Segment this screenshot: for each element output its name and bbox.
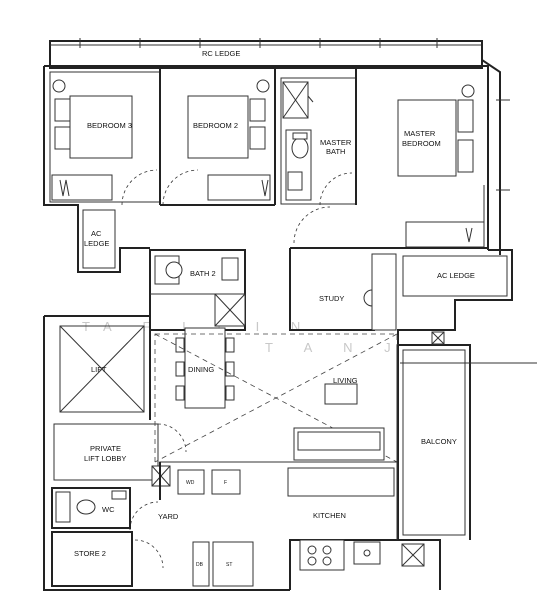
study-label: STUDY bbox=[319, 294, 344, 303]
lift-label: LIFT bbox=[91, 365, 107, 374]
ac-ledge-left-label-1: AC bbox=[91, 229, 102, 238]
private-lift-lobby-label-2: LIFT LOBBY bbox=[84, 454, 126, 463]
dining bbox=[175, 327, 235, 409]
master-bath-label-2: BATH bbox=[326, 147, 345, 156]
ac-ledge-right bbox=[402, 255, 508, 345]
bedroom3-label: BEDROOM 3 bbox=[87, 121, 132, 130]
ac-ledge-left-label-2: LEDGE bbox=[84, 239, 109, 248]
kitchen-label: KITCHEN bbox=[313, 511, 346, 520]
outer-walls bbox=[43, 65, 513, 591]
wd-label: WD bbox=[186, 480, 195, 486]
private-lift-lobby bbox=[53, 423, 187, 481]
watermark-line-2: T A N J bbox=[265, 340, 405, 355]
bath-2 bbox=[149, 249, 246, 331]
dining-label: DINING bbox=[188, 365, 214, 374]
master-bedroom-label-2: BEDROOM bbox=[402, 139, 441, 148]
yard bbox=[129, 462, 241, 569]
store2-label: STORE 2 bbox=[74, 549, 106, 558]
bath2-label: BATH 2 bbox=[190, 269, 216, 278]
wc bbox=[51, 487, 131, 529]
master-bath-label-1: MASTER bbox=[320, 138, 352, 147]
db-label: DB bbox=[196, 562, 204, 568]
private-lift-lobby-label-1: PRIVATE bbox=[90, 444, 121, 453]
rc-ledge-label: RC LEDGE bbox=[202, 49, 240, 58]
rc-ledge bbox=[49, 38, 510, 255]
bedroom-2 bbox=[160, 66, 276, 206]
living-label: LIVING bbox=[333, 376, 358, 385]
bedroom2-label: BEDROOM 2 bbox=[193, 121, 238, 130]
st-label: ST bbox=[226, 562, 232, 568]
fridge-label: F bbox=[224, 480, 227, 486]
wc-label: WC bbox=[102, 505, 115, 514]
kitchen bbox=[287, 467, 395, 571]
store-2 bbox=[51, 531, 425, 587]
balcony-label: BALCONY bbox=[421, 437, 457, 446]
living bbox=[154, 333, 537, 540]
bedroom-3 bbox=[49, 66, 161, 206]
ac-ledge-right-label: AC LEDGE bbox=[437, 271, 475, 280]
yard-label: YARD bbox=[158, 512, 179, 521]
master-bedroom bbox=[290, 84, 488, 249]
lift bbox=[44, 315, 151, 420]
master-bath bbox=[280, 66, 357, 206]
balcony bbox=[402, 349, 466, 536]
master-bedroom-label-1: MASTER bbox=[404, 129, 436, 138]
study bbox=[289, 248, 397, 331]
ac-ledge-left bbox=[82, 209, 116, 269]
